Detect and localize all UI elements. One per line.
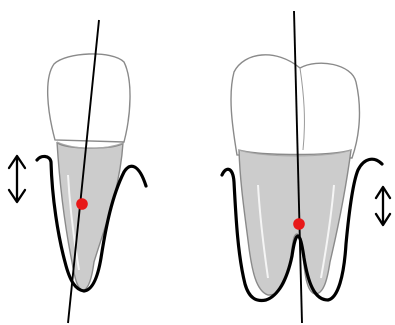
left-center-of-rotation-marker <box>76 198 88 210</box>
right-center-of-rotation-marker <box>293 218 305 230</box>
right-up-down-double-arrow-icon <box>376 187 390 225</box>
multi-root-tooth-panel <box>222 11 390 323</box>
single-root-tooth-panel <box>9 20 146 323</box>
left-tooth-crown <box>48 54 130 142</box>
left-up-down-double-arrow-icon <box>9 156 25 202</box>
